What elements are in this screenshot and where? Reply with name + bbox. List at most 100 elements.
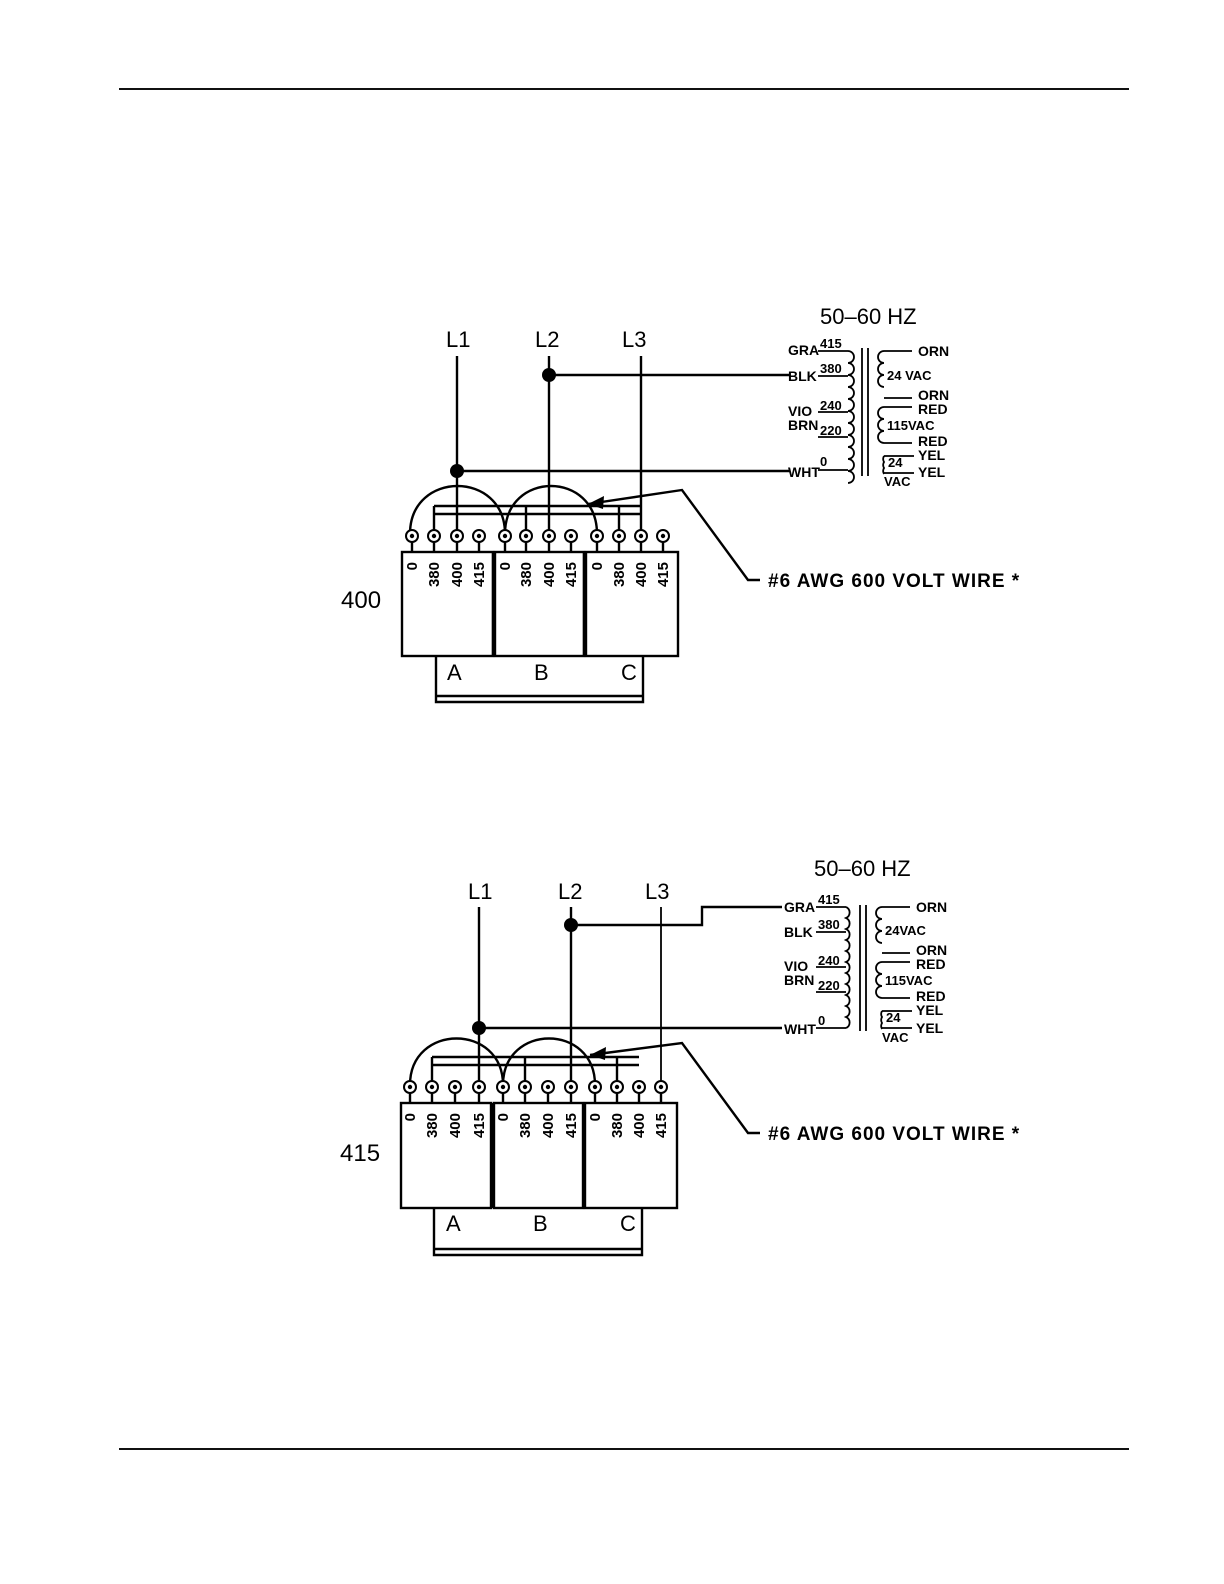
ptap-415: 415 xyxy=(820,336,842,351)
transformer-c xyxy=(584,550,680,658)
ptap-380: 380 xyxy=(820,361,842,376)
line-label-l2: L2 xyxy=(535,327,559,352)
out-115vac: 115VAC xyxy=(887,418,935,433)
tap-label-c-0: 0 xyxy=(589,562,606,570)
lead-brn: BRN xyxy=(788,417,818,433)
ptap-220: 220 xyxy=(820,423,842,438)
tap-label-c-380: 380 xyxy=(609,1113,626,1138)
transformer-b xyxy=(493,550,586,658)
lead-orn-1: ORN xyxy=(918,343,949,359)
transformer-label-c: C xyxy=(620,1211,636,1236)
tap-label-a-0: 0 xyxy=(402,1113,419,1121)
tap-label-a-0: 0 xyxy=(404,562,421,570)
bottom-rule xyxy=(119,1448,1129,1450)
voltage-label: 400 xyxy=(341,587,381,614)
lead-red-2: RED xyxy=(916,988,946,1004)
tap-label-c-380: 380 xyxy=(611,562,628,587)
tap-label-b-0: 0 xyxy=(497,562,514,570)
transformer-a xyxy=(400,550,495,658)
lead-orn-2: ORN xyxy=(918,387,949,403)
wire-note: #6 AWG 600 VOLT WIRE * xyxy=(768,571,1020,592)
frequency-label: 50–60 HZ xyxy=(820,304,917,329)
ptap-415: 415 xyxy=(818,892,840,907)
tap-label-b-0: 0 xyxy=(495,1113,512,1121)
ptap-0: 0 xyxy=(818,1013,825,1028)
arrow-head xyxy=(588,496,604,509)
line-label-l1: L1 xyxy=(468,879,492,904)
lead-vio: VIO xyxy=(784,958,808,974)
out-24vac: 24VAC xyxy=(885,923,927,938)
lead-blk: BLK xyxy=(784,924,813,940)
tap-label-c-415: 415 xyxy=(653,1113,670,1138)
tap-label-a-400: 400 xyxy=(447,1113,464,1138)
terminal-group-c xyxy=(590,529,670,552)
out-vac: VAC xyxy=(884,474,911,489)
transformer-c xyxy=(583,1101,679,1210)
lead-wht: WHT xyxy=(788,464,820,480)
lead-red-2: RED xyxy=(918,433,948,449)
tap-label-b-415: 415 xyxy=(563,1113,580,1138)
transformer-a xyxy=(399,1101,493,1210)
lead-red-1: RED xyxy=(918,401,948,417)
jumper-arc-a xyxy=(408,1037,505,1086)
out-24vac: 24 VAC xyxy=(887,368,932,383)
transformer-b xyxy=(492,1101,585,1210)
terminal-group-b xyxy=(496,1080,578,1103)
tap-label-b-380: 380 xyxy=(518,562,535,587)
lead-orn-2: ORN xyxy=(916,942,947,958)
out-115vac: 115VAC xyxy=(885,973,933,988)
terminal-group-a xyxy=(403,1080,486,1103)
lead-yel-1: YEL xyxy=(918,447,946,463)
tap-label-a-415: 415 xyxy=(471,562,488,587)
top-rule xyxy=(119,88,1129,90)
transformer-label-c: C xyxy=(621,660,637,685)
out-vac: VAC xyxy=(882,1030,909,1045)
transformer-base xyxy=(432,1208,644,1257)
tap-label-b-400: 400 xyxy=(541,562,558,587)
lead-gra: GRA xyxy=(788,342,819,358)
lead-yel-2: YEL xyxy=(918,464,946,480)
wire-note-leader xyxy=(587,488,760,582)
transformer-label-a: A xyxy=(446,1211,461,1236)
lead-blk: BLK xyxy=(788,368,817,384)
lead-yel-1: YEL xyxy=(916,1002,944,1018)
voltage-label: 415 xyxy=(340,1140,380,1167)
wire-note: #6 AWG 600 VOLT WIRE * xyxy=(768,1124,1020,1145)
ptap-240: 240 xyxy=(818,953,840,968)
tap-label-a-380: 380 xyxy=(424,1113,441,1138)
diagram-415-svg: 50–60 HZ L1 L2 L3 #6 AWG 600 VOLT WIRE *… xyxy=(340,856,1020,1257)
feed-wire-gra xyxy=(571,905,782,927)
line-label-l3: L3 xyxy=(622,327,646,352)
diagram-400-svg: 50–60 HZ L1 L2 L3 #6 AWG 600 VOLT WIRE *… xyxy=(341,304,1020,704)
control-transformer: GRA BLK VIO BRN WHT 415 380 240 220 0 24… xyxy=(788,336,949,489)
tap-label-a-400: 400 xyxy=(449,562,466,587)
lead-orn-1: ORN xyxy=(916,899,947,915)
control-transformer: GRA BLK VIO BRN WHT 415 380 240 220 0 24… xyxy=(784,892,947,1045)
tap-label-a-380: 380 xyxy=(426,562,443,587)
out-24: 24 xyxy=(888,455,903,470)
ptap-240: 240 xyxy=(820,398,842,413)
ptap-0: 0 xyxy=(820,454,827,469)
ptap-220: 220 xyxy=(818,978,840,993)
transformer-label-b: B xyxy=(534,660,549,685)
terminal-group-a xyxy=(405,529,486,552)
wiring-diagram-400: 50–60 HZ L1 L2 L3 #6 AWG 600 VOLT WIRE *… xyxy=(0,290,1224,770)
wiring-diagram-415: 50–60 HZ L1 L2 L3 #6 AWG 600 VOLT WIRE *… xyxy=(0,845,1224,1325)
arrow-head xyxy=(590,1047,606,1060)
tap-label-b-415: 415 xyxy=(563,562,580,587)
tap-label-c-400: 400 xyxy=(633,562,650,587)
jumper-arc-b xyxy=(501,1037,597,1086)
frequency-label: 50–60 HZ xyxy=(814,856,911,881)
lead-gra: GRA xyxy=(784,899,815,915)
jumper-arc-b xyxy=(503,485,599,535)
terminal-group-b xyxy=(498,529,578,552)
line-label-l2: L2 xyxy=(558,879,582,904)
tap-label-c-400: 400 xyxy=(631,1113,648,1138)
transformer-label-a: A xyxy=(447,660,462,685)
tap-label-a-415: 415 xyxy=(471,1113,488,1138)
transformer-label-b: B xyxy=(533,1211,548,1236)
lead-red-1: RED xyxy=(916,956,946,972)
lead-brn: BRN xyxy=(784,972,814,988)
line-label-l3: L3 xyxy=(645,879,669,904)
ptap-380: 380 xyxy=(818,917,840,932)
